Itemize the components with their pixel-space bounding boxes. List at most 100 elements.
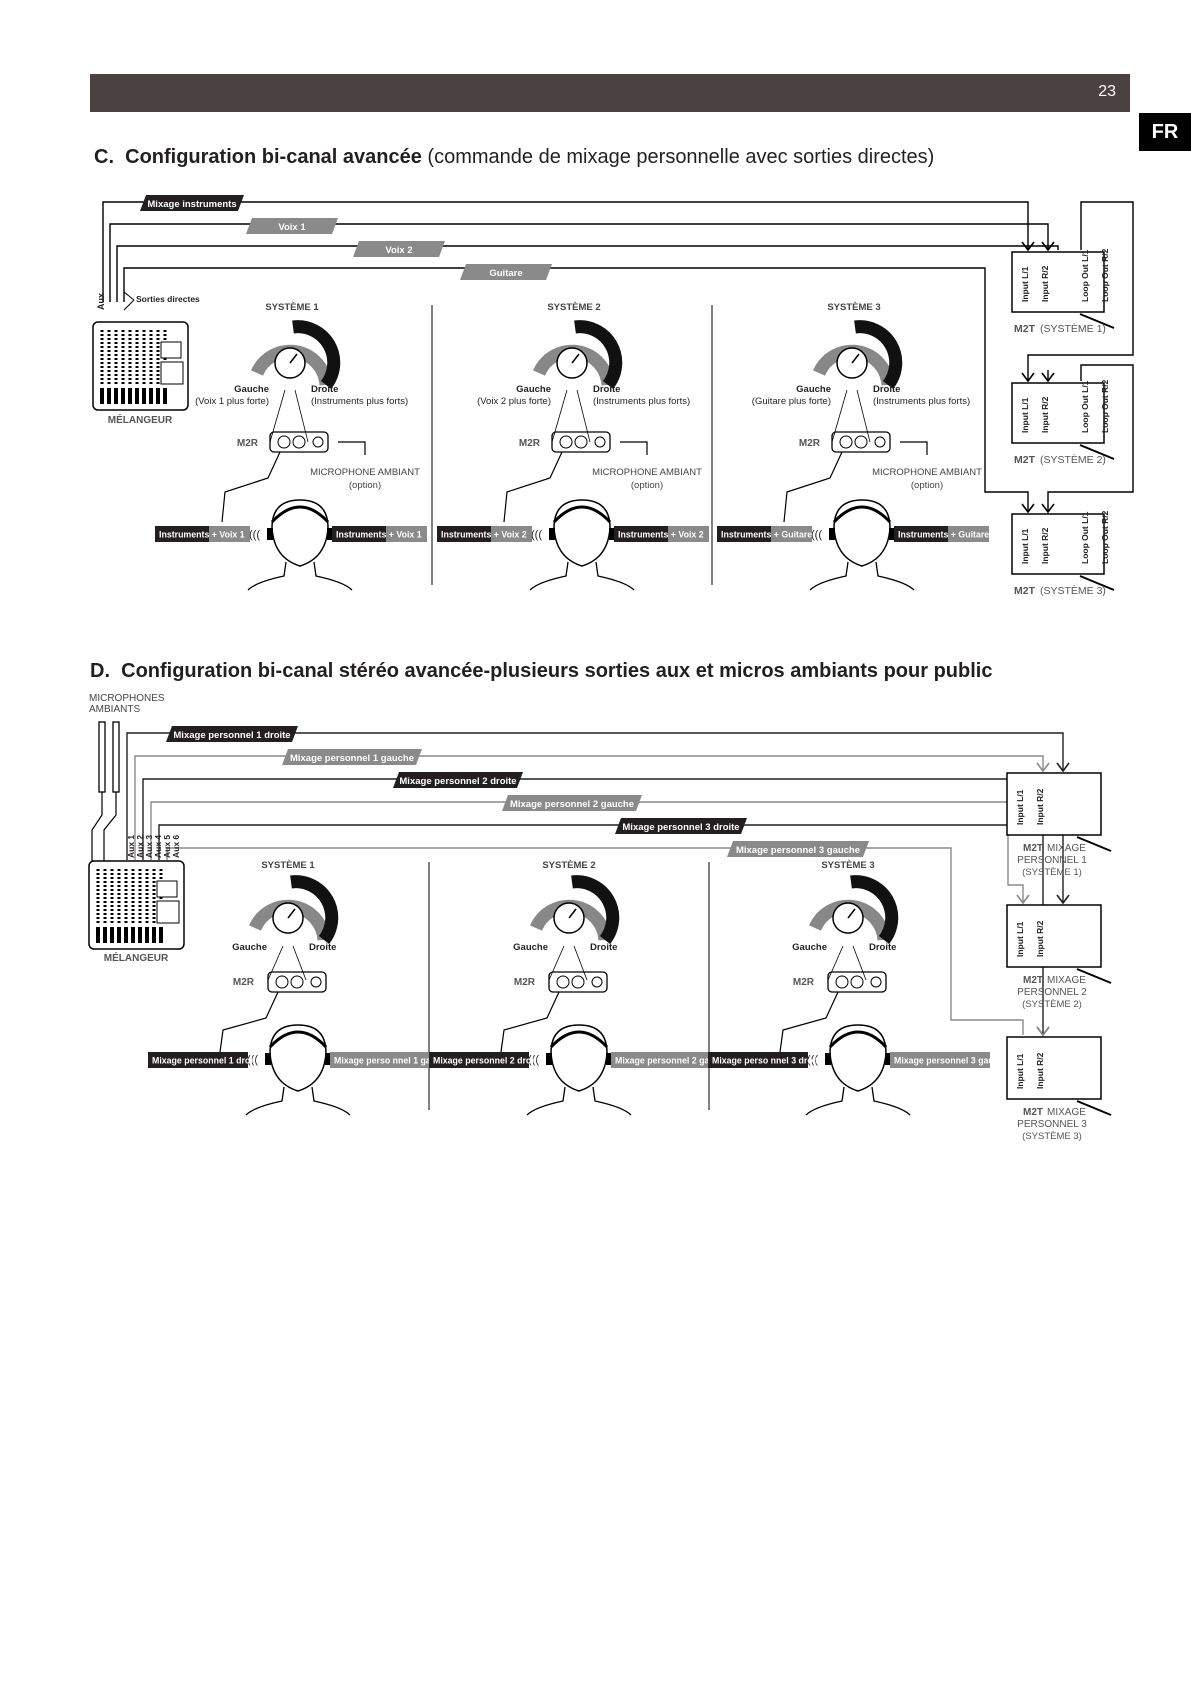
d-system-1-ear-right-tag-text: Mixage perso nnel 1 gauche <box>334 1056 451 1066</box>
c-m2t-2-system-label: (SYSTÈME 2) <box>1040 453 1106 466</box>
c-m2t-3-antenna-icon <box>1079 575 1115 591</box>
c-system-1-ear-right-tag-text: Instruments + Voix 1 <box>336 530 422 540</box>
mixer-fader <box>145 927 149 943</box>
d-m2t-3-personnel-label: PERSONNEL 3 <box>1017 1119 1087 1130</box>
d-system-3-leader <box>827 945 844 981</box>
c-system-1-option-label: (option) <box>349 480 381 491</box>
c-system-2-head-shoulder-right <box>595 561 635 591</box>
c-m2t-3-system-label: (SYSTÈME 3) <box>1040 584 1106 597</box>
c-system-1-droite-note: (Instruments plus forts) <box>311 396 408 407</box>
d-system-1-ear-left-tag-bg-a <box>148 1052 248 1068</box>
c-system-1-ear-left-tag-bg-b <box>209 526 250 542</box>
aux-5-label: Aux 5 <box>162 835 172 858</box>
tag-mp3-gauche-text: Mixage personnel 3 gauche <box>736 845 860 856</box>
section-c-heading: Configuration bi-canal avancée <box>125 146 422 168</box>
c-system-1-ear-right-tag-bg-a <box>332 526 386 542</box>
ambient-mic-1-cable <box>91 792 103 862</box>
language-badge: FR <box>1139 113 1191 151</box>
d-system-3-droite: Droite <box>869 942 896 953</box>
c-system-3-m2r-jack-icon <box>839 435 853 449</box>
c-system-2-ear-right-tag-bg-b <box>668 526 709 542</box>
mixer-fader <box>128 388 132 404</box>
c-m2t-2-body <box>1011 382 1105 444</box>
cable-voix1 <box>109 223 1049 302</box>
mixer-fader <box>152 927 156 943</box>
tag-mp1-droite-text: Mixage personnel 1 droite <box>173 730 290 741</box>
mixer-fader <box>107 388 111 404</box>
d-m2t-2-port-label: Input R/2 <box>1035 920 1045 957</box>
d-system-1-head-earpiece-right-icon <box>325 1053 331 1065</box>
tag-mp3-droite-bg <box>615 818 747 834</box>
d-system-1-gauche: Gauche <box>232 942 267 953</box>
c-system-2-pointer <box>571 353 580 364</box>
arrow-loop-2-icon <box>1021 503 1035 514</box>
c-m2t-1-port-label: Loop Out R/2 <box>1100 248 1110 302</box>
arrow-aux-3-icon <box>1056 894 1070 905</box>
c-m2t-3-port-label: Loop Out R/2 <box>1100 510 1110 564</box>
arrow-loop-2b-icon <box>1041 503 1055 514</box>
d-system-2-head-wave-left-icon: ((( <box>528 1054 539 1066</box>
c-m2t-1-system-label: (SYSTÈME 1) <box>1040 322 1106 335</box>
mixer-d <box>88 860 185 950</box>
c-m2t-2-port-label: Input L/1 <box>1020 397 1030 433</box>
d-system-1-title: SYSTÈME 1 <box>261 860 315 871</box>
mixer-c <box>92 321 189 411</box>
c-system-3-ambient-mic-cable <box>900 441 928 455</box>
d-m2t-1-body <box>1006 772 1102 836</box>
mixer-fader <box>121 388 125 404</box>
c-system-2-head-earpiece-left-icon <box>549 528 555 540</box>
c-system-3-head-face <box>833 499 891 567</box>
cable-aux-1 <box>126 732 1064 860</box>
d-m2t-1-mix-label: MIXAGE <box>1047 843 1086 854</box>
c-system-2-ambient-label: MICROPHONE AMBIANT <box>592 467 702 478</box>
d-system-1-droite: Droite <box>309 942 336 953</box>
arrow-aux-2-icon <box>1036 762 1050 773</box>
c-system-1-head-hair <box>270 505 330 524</box>
c-system-2-head-face <box>553 499 611 567</box>
mixer-panel <box>156 900 180 924</box>
c-system-2-droite-note: (Instruments plus forts) <box>593 396 690 407</box>
d-m2t-3-antenna-icon <box>1076 1100 1112 1116</box>
cable-aux-2 <box>134 755 1044 860</box>
d-system-2-droite: Droite <box>590 942 617 953</box>
c-m2t-3-body <box>1011 513 1105 575</box>
c-m2t-2-antenna-icon <box>1079 444 1115 460</box>
ambient-mic-1-icon <box>98 721 106 793</box>
d-m2t-3-mix-label: MIXAGE <box>1047 1107 1086 1118</box>
ambient-mics-label-1: MICROPHONES <box>89 693 165 704</box>
c-m2t-2-port-label: Loop Out L/1 <box>1080 380 1090 433</box>
c-system-3-head-earpiece-left-icon <box>829 528 835 540</box>
section-d-title: D. Configuration bi-canal stéréo avancée… <box>90 660 992 683</box>
section-c-subtitle: (commande de mixage personnelle avec sor… <box>427 146 935 168</box>
d-system-3-m2r-label: M2R <box>793 977 815 988</box>
d-system-1-ear-left-tag-text: Mixage personnel 1 droite <box>152 1056 261 1066</box>
d-system-3-ear-right-tag-bg-a <box>890 1052 990 1068</box>
mixer-fader <box>96 927 100 943</box>
c-system-3-title: SYSTÈME 3 <box>827 302 880 313</box>
d-system-3-m2r-knob-icon <box>850 975 864 989</box>
arrow-loop-1b-icon <box>1041 372 1055 383</box>
c-m2t-1-port-label: Input L/1 <box>1020 266 1030 302</box>
d-system-2-m2r-jack-icon <box>556 975 570 989</box>
d-system-1-arc-right <box>290 875 339 945</box>
arrow-mix-instruments-icon <box>1021 241 1035 252</box>
d-system-2-head-earpiece-right-icon <box>606 1053 612 1065</box>
d-system-1-m2r-led-icon <box>310 976 322 988</box>
d-system-3-title: SYSTÈME 3 <box>821 860 874 871</box>
c-system-1-gauche: Gauche <box>234 384 269 395</box>
d-system-1-ear-right-tag-bg-a <box>330 1052 430 1068</box>
mixer-fader <box>131 927 135 943</box>
c-system-2-droite: Droite <box>593 384 620 395</box>
d-system-2-head-shoulder-left <box>526 1086 566 1116</box>
c-system-2-gauche: Gauche <box>516 384 551 395</box>
cable-aux-3 <box>142 778 1064 903</box>
d-m2t-3-system-label: (SYSTÈME 3) <box>1022 1131 1082 1142</box>
d-m2t-2-system-label: (SYSTÈME 2) <box>1022 999 1082 1010</box>
mixer-fader <box>124 927 128 943</box>
section-d-letter: D. <box>90 660 110 682</box>
c-system-1-head-earpiece-left-icon <box>267 528 273 540</box>
c-m2t-1-port-label: Input R/2 <box>1040 265 1050 302</box>
d-m2t-3-body <box>1006 1036 1102 1100</box>
page-number: 23 <box>1098 83 1116 100</box>
tag-mixage-instruments-bg <box>140 195 244 211</box>
